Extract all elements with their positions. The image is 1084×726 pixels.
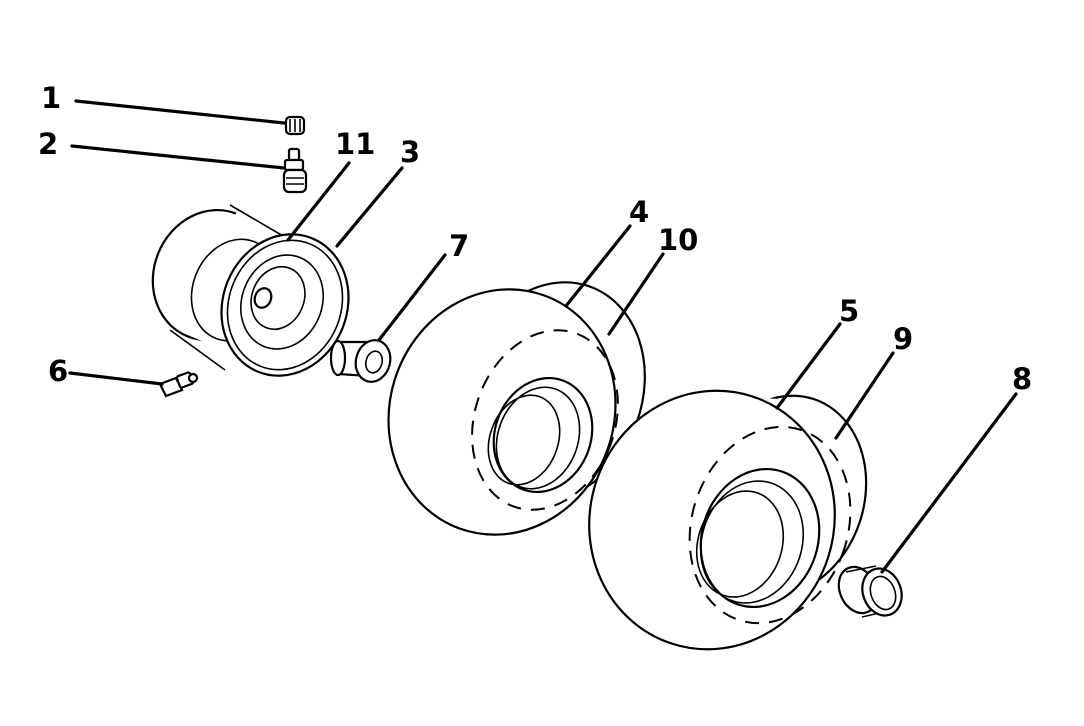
leader-line-11 (286, 161, 351, 242)
grease-fitting-part (158, 371, 199, 398)
leader-lines (68, 99, 1018, 574)
leader-line-10 (607, 252, 665, 336)
leader-line-8 (880, 392, 1018, 574)
flange-bushing-part (329, 339, 392, 383)
leader-line-9 (834, 351, 895, 440)
callout-1: 1 (41, 81, 61, 115)
callout-3: 3 (400, 135, 420, 169)
leader-line-7 (377, 253, 447, 342)
valve-cap-part (284, 115, 306, 136)
callout-5: 5 (839, 294, 859, 328)
callout-7: 7 (449, 229, 469, 263)
callout-labels: 1 2 3 4 5 6 7 8 9 10 11 (38, 81, 1032, 396)
leader-line-3 (335, 166, 404, 248)
hub-cap-part (837, 565, 903, 618)
callout-2: 2 (38, 127, 58, 161)
callout-11: 11 (335, 127, 375, 161)
callout-10: 10 (658, 223, 698, 257)
callout-8: 8 (1012, 362, 1032, 396)
leader-line-2 (70, 144, 286, 170)
leader-line-4 (564, 224, 632, 308)
front-tire-part (387, 281, 646, 536)
callout-9: 9 (893, 322, 913, 356)
valve-stem-part (282, 147, 308, 194)
callout-6: 6 (48, 354, 68, 388)
wheel-rim-part (151, 204, 350, 377)
callout-4: 4 (629, 195, 649, 229)
rear-tire-part (588, 389, 868, 651)
leader-line-5 (775, 322, 842, 410)
leader-line-6 (68, 371, 164, 386)
leader-line-1 (74, 99, 286, 125)
